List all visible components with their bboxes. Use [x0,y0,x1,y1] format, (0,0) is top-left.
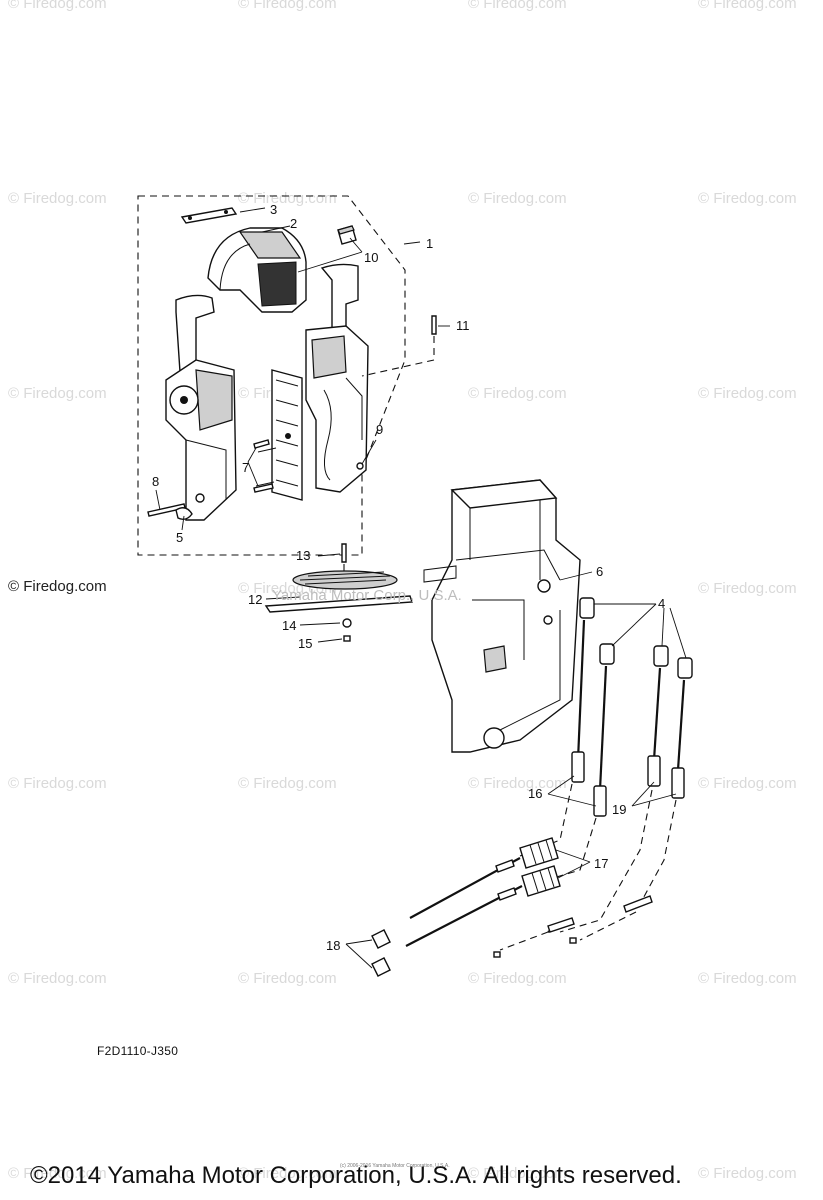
callout-10: 10 [364,250,378,265]
watermark: © Firedog.com [238,775,337,792]
watermark: © Firedog.com [698,385,797,402]
callout-15: 15 [298,636,312,651]
part-13-pin [341,543,347,563]
watermark: © Firedog.com [468,0,567,12]
leader-lines [155,207,687,969]
part-12-gasket [264,570,413,613]
part-15-nut [343,635,351,642]
watermark: © Firedog.com [698,775,797,792]
watermark: © Firedog.com [238,1165,337,1182]
watermark: © Firedog.com [698,190,797,207]
routing-line [539,817,597,883]
part-11-pin [361,315,437,377]
part-3-grip-plate [180,207,238,224]
left-control-lever [165,294,237,521]
watermark: © Firedog.com [8,385,107,402]
watermark: © Firedog.com [468,1165,567,1182]
watermark: © Firedog.com [8,775,107,792]
watermark: © Firedog.com [8,970,107,987]
watermark: © Firedog.com [698,580,797,597]
watermark: © Firedog.com [698,0,797,12]
callout-9: 9 [376,422,383,437]
callout-7: 7 [242,460,249,475]
watermark: © Firedog.com [698,970,797,987]
watermark: © Firedog.com [8,1165,107,1182]
part-4-clevises [579,597,693,679]
watermark: © Firedog.com [468,385,567,402]
routing-line [639,799,677,905]
callout-numbers: 1 2 3 4 5 6 7 8 9 10 11 12 13 14 15 16 1… [152,202,665,953]
callout-4: 4 [658,596,665,611]
routing-line [499,931,549,951]
callout-6: 6 [596,564,603,579]
callout-8: 8 [152,474,159,489]
callout-18: 18 [326,938,340,953]
callout-5: 5 [176,530,183,545]
watermark: © Firedog.com [238,190,337,207]
watermark: © Firedog.com [238,970,337,987]
part-9-nut [356,462,364,470]
callout-2: 2 [290,216,297,231]
part-17-adjusters [519,837,561,897]
callout-1: 1 [426,236,433,251]
overlay-watermark: Yamaha Motor Corp., U.S.A. [272,587,462,604]
watermark: © Firedog.com [468,970,567,987]
callout-11: 11 [456,318,470,333]
part-5-clip [175,507,193,521]
watermark: © Firedog.com [468,775,567,792]
part-6-control-box [423,479,581,753]
part-7-screws [253,439,274,493]
watermark: © Firedog.com [698,1165,797,1182]
part-16-cable-ends [571,619,608,817]
drawing-code: F2D1110-J350 [97,1044,179,1058]
routing-line [579,911,637,941]
watermark: © Firedog.com [8,0,107,12]
callout-16: 16 [528,786,542,801]
part-19-cable-ends [647,667,686,799]
watermark: © Firedog.com [8,190,107,207]
routing-line [559,789,653,933]
part-14-washer [342,618,352,628]
copyright-line: ©2014 Yamaha Motor Corporation, U.S.A. A… [30,1162,682,1189]
part-2-top-cover [207,227,307,313]
part-18-sleeves [371,929,391,977]
callout-17: 17 [594,856,608,871]
callout-3: 3 [270,202,277,217]
center-plate [255,369,303,501]
right-control-lever [305,263,369,493]
watermark: © Firedog.com [468,190,567,207]
callout-13: 13 [296,548,310,563]
shift-throttle-cables [405,857,653,958]
tiny-copyright: (c) 2006-2016 Yamaha Motor Corporation, … [340,1163,450,1169]
callout-14: 14 [282,618,296,633]
callout-12: 12 [248,592,262,607]
watermark: © Firedog.com [238,0,337,12]
callout-19: 19 [612,802,626,817]
site-credit: © Firedog.com [8,578,107,595]
assembly-boundary [137,195,406,556]
